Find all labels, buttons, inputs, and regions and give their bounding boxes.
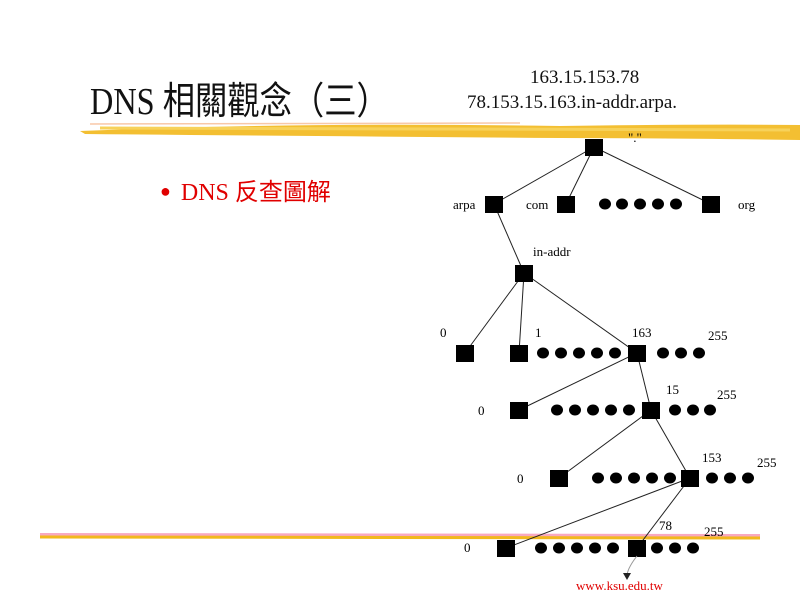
tree-node-c153: [681, 470, 699, 487]
tree-edge: [518, 272, 525, 354]
ellipsis-dot: [599, 198, 611, 210]
label-org: org: [738, 197, 756, 212]
ellipsis-dot: [587, 404, 599, 416]
level3-label-153: 153: [702, 450, 722, 465]
level1-label-0: 0: [440, 325, 447, 340]
tree-edge: [505, 477, 691, 549]
ellipsis-dot: [589, 542, 601, 554]
reverse-lookup-name: 78.153.15.163.in-addr.arpa.: [467, 92, 678, 113]
ellipsis-dot: [555, 347, 567, 359]
tree-edge: [636, 352, 652, 411]
ellipsis-dot: [724, 472, 736, 484]
ellipsis-dot: [573, 347, 585, 359]
tree-node-com: [557, 196, 575, 213]
level2-label-15: 15: [666, 382, 679, 397]
tree-node-c0: [550, 470, 568, 487]
level1-label-1: 1: [535, 325, 542, 340]
ellipsis-dot: [652, 198, 664, 210]
tree-node-root: [585, 139, 603, 156]
ellipsis-dot: [704, 404, 716, 416]
ellipsis-dot: [646, 472, 658, 484]
level1-label-163: 163: [632, 325, 652, 340]
level4-label-0: 0: [464, 540, 471, 555]
ellipsis-dot: [609, 347, 621, 359]
level3-label-255: 255: [757, 455, 777, 470]
level2-label-255: 255: [717, 387, 737, 402]
ellipsis-dot: [605, 404, 617, 416]
tree-node-a163: [628, 345, 646, 362]
level1-label-255: 255: [708, 328, 728, 343]
ellipsis-dot: [592, 472, 604, 484]
tree-node-a0: [456, 345, 474, 362]
tree-node-b15: [642, 402, 660, 419]
ellipsis-dot: [670, 198, 682, 210]
tree-node-b0: [510, 402, 528, 419]
tree-node-d78: [628, 540, 646, 557]
level2-label-0: 0: [478, 403, 485, 418]
level4-label-255: 255: [704, 524, 724, 539]
ellipsis-dot: [742, 472, 754, 484]
tree-node-inaddr: [515, 265, 533, 282]
ellipsis-dot: [537, 347, 549, 359]
ellipsis-dot: [657, 347, 669, 359]
tree-edge: [518, 352, 638, 411]
ellipsis-dot: [706, 472, 718, 484]
bullet-dot-icon: ●: [160, 181, 171, 201]
ip-address: 163.15.153.78: [530, 67, 640, 88]
ellipsis-dot: [607, 542, 619, 554]
ellipsis-dot: [551, 404, 563, 416]
bottom-brush-stroke: [39, 533, 761, 540]
tree-edge: [565, 146, 595, 205]
top-brush-stroke: [80, 122, 800, 140]
tree-node-a1: [510, 345, 528, 362]
label-com: com: [526, 197, 548, 212]
ellipsis-dot: [664, 472, 676, 484]
tree-edge: [593, 146, 712, 205]
ellipsis-dot: [687, 404, 699, 416]
ellipsis-dot: [675, 347, 687, 359]
ellipsis-dot: [616, 198, 628, 210]
level4-label-78: 78: [659, 518, 672, 533]
label-arpa: arpa: [453, 197, 476, 212]
tree-node-arpa: [485, 196, 503, 213]
ellipsis-dot: [553, 542, 565, 554]
level3-label-0: 0: [517, 471, 524, 486]
tree-node-org: [702, 196, 720, 213]
ellipsis-dot: [623, 404, 635, 416]
ellipsis-dot: [569, 404, 581, 416]
slide-title: DNS 相關觀念（三）: [90, 81, 389, 123]
ellipsis-dot: [628, 472, 640, 484]
tree-edge: [636, 477, 691, 549]
tree-edge: [558, 409, 652, 479]
ellipsis-dot: [693, 347, 705, 359]
tree-edge: [650, 409, 691, 479]
ellipsis-dot: [610, 472, 622, 484]
label-in-addr: in-addr: [533, 244, 571, 259]
arrow-head-icon: [623, 573, 631, 580]
bullet-item: ● DNS 反查圖解: [160, 172, 331, 207]
ellipsis-dot: [535, 542, 547, 554]
footer-link[interactable]: www.ksu.edu.tw: [576, 578, 664, 593]
ellipsis-dot: [687, 542, 699, 554]
tree-node-d0: [497, 540, 515, 557]
ellipsis-dot: [669, 542, 681, 554]
tree-edge: [523, 272, 638, 354]
root-label: ".": [628, 130, 642, 145]
tree-edge: [493, 203, 525, 274]
ellipsis-dot: [634, 198, 646, 210]
ellipsis-dot: [591, 347, 603, 359]
tree-edge: [464, 272, 525, 354]
bullet-text: DNS 反查圖解: [180, 180, 331, 206]
ellipsis-dot: [651, 542, 663, 554]
tree-edge: [493, 146, 595, 205]
ellipsis-dot: [571, 542, 583, 554]
ellipsis-dot: [669, 404, 681, 416]
